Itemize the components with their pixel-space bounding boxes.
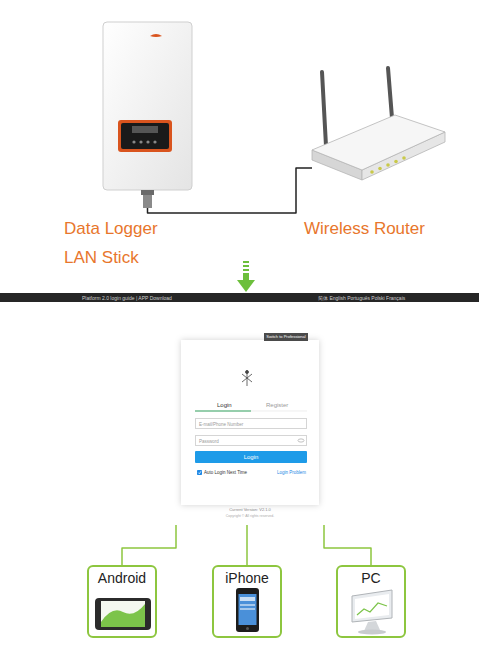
version-note: Current Version: V2.1.0 bbox=[176, 508, 324, 513]
password-input: Password bbox=[195, 435, 307, 446]
device-caption: Data Logger LAN Stick bbox=[64, 214, 174, 272]
router-illustration bbox=[312, 68, 445, 180]
platform-label: PC bbox=[338, 570, 404, 587]
input-placeholder: Password bbox=[199, 439, 219, 444]
language-list: 简体 English Português Polski Français bbox=[318, 295, 405, 301]
login-button: Login bbox=[195, 451, 307, 463]
account-input: E-mail/Phone Number bbox=[195, 418, 307, 429]
login-tab: Login bbox=[217, 402, 232, 409]
access-line bbox=[122, 525, 176, 565]
lan-cable bbox=[148, 168, 313, 213]
access-line bbox=[246, 525, 248, 565]
remember-label: Auto Login Next Time bbox=[204, 470, 247, 475]
platform-box: Android bbox=[87, 565, 157, 638]
login-card: Login RegisterAuto Login Next Time Login P… bbox=[176, 340, 324, 525]
input-placeholder: E-mail/Phone Number bbox=[199, 422, 243, 427]
login-card-illustration bbox=[181, 340, 319, 505]
inverter-illustration bbox=[103, 22, 192, 208]
android-device-icon bbox=[95, 598, 151, 630]
button-label: Login bbox=[195, 454, 307, 461]
access-line bbox=[324, 525, 371, 565]
platform-label: Android bbox=[89, 570, 155, 587]
device-caption: Wireless Router bbox=[304, 214, 425, 243]
header-link-text: Platform 2.0 login guide | APP Download bbox=[82, 295, 172, 301]
router-node: Wireless Router bbox=[312, 70, 446, 182]
header-band: Platform 2.0 login guide | APP Download 简… bbox=[0, 293, 479, 302]
platform-box: PC bbox=[336, 565, 406, 638]
inverter-node: Data Logger LAN Stick bbox=[100, 20, 195, 208]
pc-device-icon bbox=[352, 590, 392, 635]
platform-box: iPhone bbox=[212, 565, 282, 638]
button-label: Switch to Professional bbox=[264, 335, 308, 340]
platform-label: iPhone bbox=[214, 570, 280, 587]
copyright-note: Copyright © All rights reserved. bbox=[176, 514, 324, 518]
register-tab: Register bbox=[266, 402, 288, 409]
flow-arrow bbox=[237, 261, 255, 292]
iphone-device-icon bbox=[236, 588, 259, 632]
mode-switch-button: Switch to Professional bbox=[264, 333, 308, 341]
help-link: Login Problem bbox=[262, 470, 306, 475]
